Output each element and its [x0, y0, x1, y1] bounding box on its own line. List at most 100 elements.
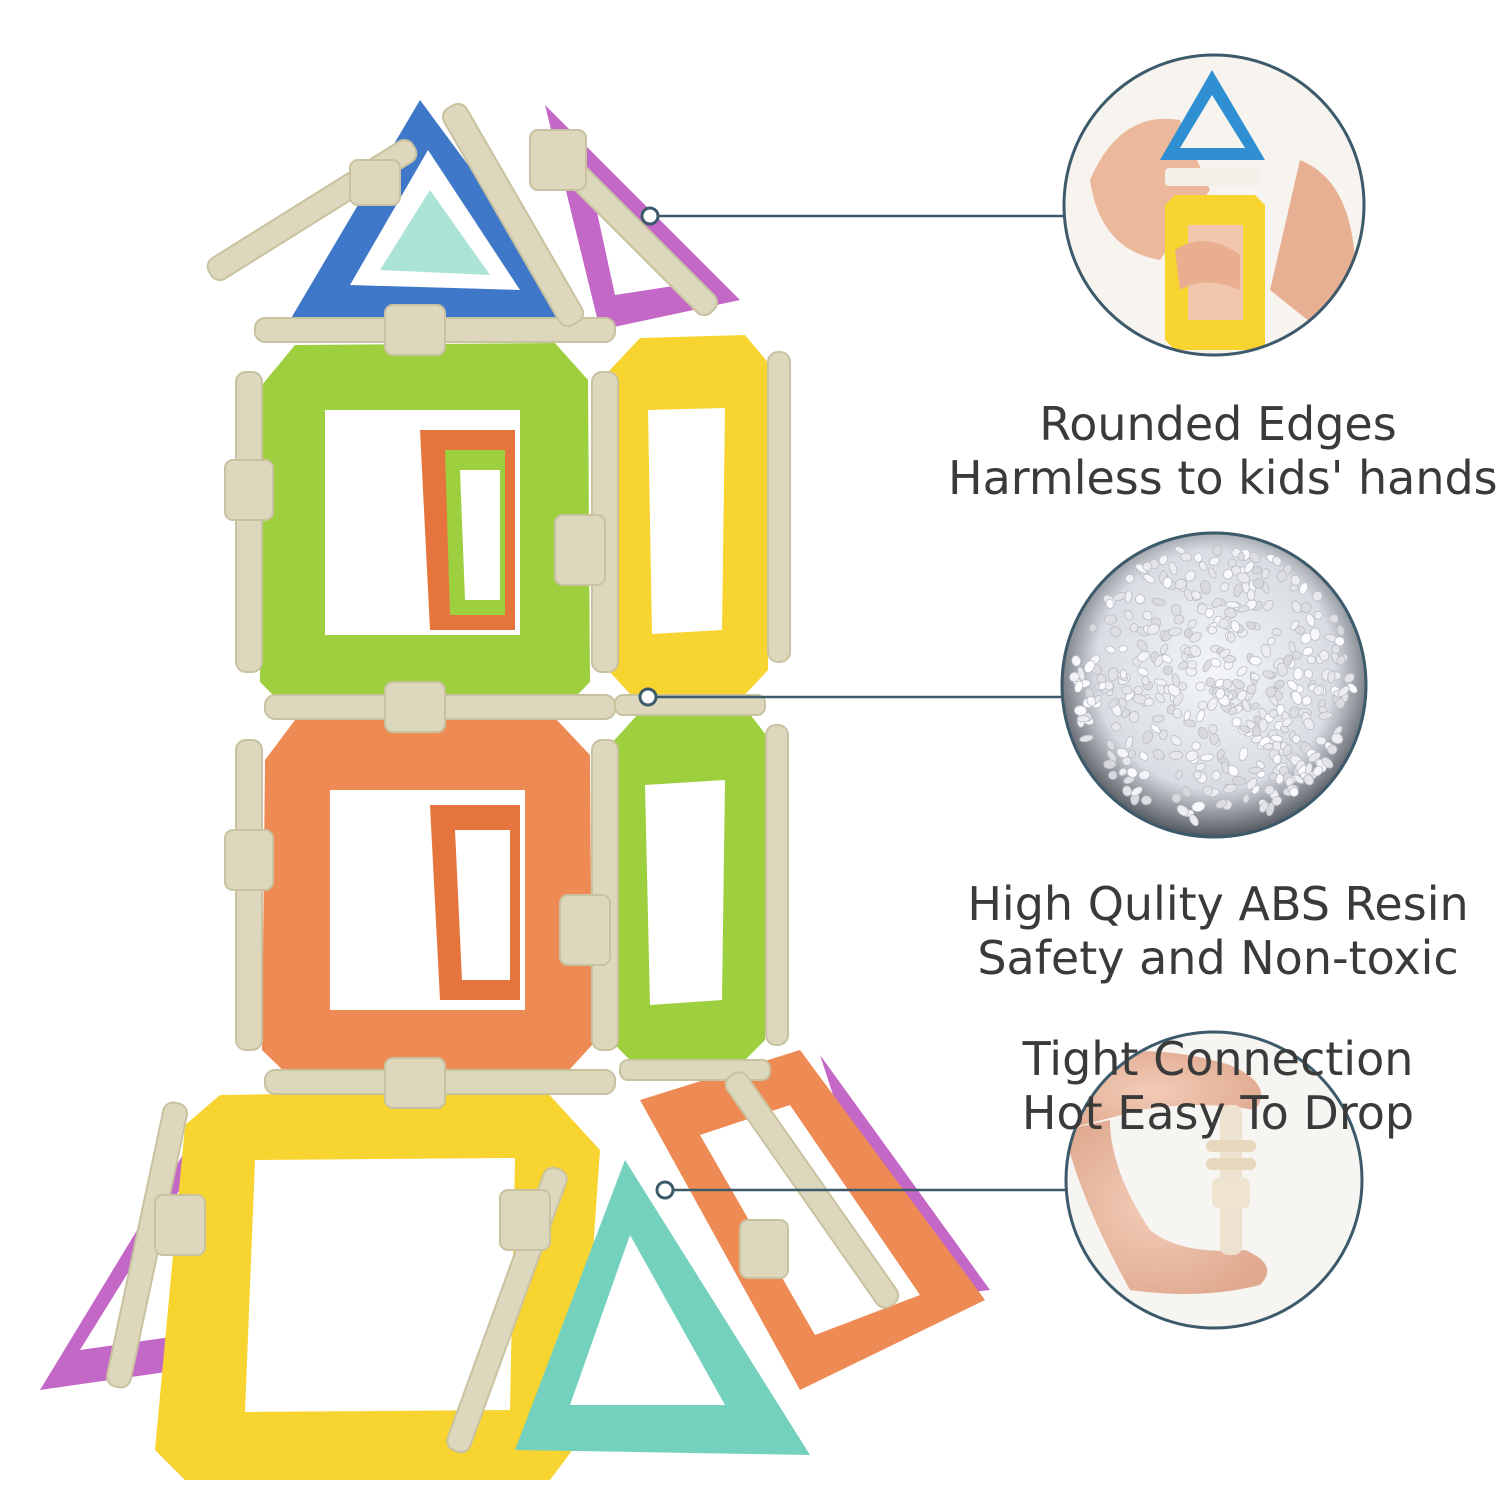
pellet-grain [1305, 613, 1316, 627]
pellet-grain [1222, 569, 1234, 580]
pellet-grain [1103, 759, 1117, 770]
pellet-grain [1118, 767, 1128, 777]
pellet-grain [1303, 668, 1314, 679]
pellet-grain [1123, 776, 1135, 784]
pellet-grain [1143, 573, 1156, 584]
pellet-grain [1189, 631, 1202, 643]
pellet-grain [1189, 645, 1202, 658]
pellet-grain [1167, 627, 1183, 636]
pellet-grain [1196, 709, 1205, 723]
pellet-grain [1309, 627, 1321, 641]
pellet-grain [1161, 654, 1173, 664]
pellet-grain [1274, 679, 1286, 689]
pellet-grain [1086, 695, 1097, 707]
pellet-grain [1232, 776, 1247, 786]
pellet-grain [1208, 556, 1221, 566]
pellet-grain [1195, 681, 1206, 692]
pellet-grain [1209, 733, 1219, 745]
pellet-grain [1183, 710, 1191, 722]
pellet-grain [1251, 725, 1262, 737]
pellet-grain [1184, 570, 1196, 582]
pellet-grain [1252, 578, 1264, 589]
pellet-grain [1312, 765, 1323, 777]
pellet-grain [1227, 764, 1239, 777]
pellet-grain [1142, 730, 1154, 745]
pellet-grain [1138, 769, 1151, 780]
pellet-grain [1262, 670, 1275, 679]
pellet-grain [1272, 556, 1282, 567]
pellet-grain [1292, 667, 1304, 681]
pellet-grain [1197, 727, 1209, 740]
pellet-grain [1311, 590, 1323, 602]
hand-holding-blocks-icon [1062, 53, 1366, 357]
pellet-grain [1211, 770, 1221, 781]
pellet-grain [1105, 598, 1115, 609]
pellet-grain [1121, 708, 1131, 718]
pellet-grain [1303, 774, 1314, 786]
pellet-grain [1250, 702, 1260, 711]
feature-title: High Qulity ABS Resin [967, 877, 1469, 931]
pellet-grain [1237, 551, 1245, 562]
pellet-grain [1195, 763, 1206, 771]
pellet-grain [1222, 678, 1233, 690]
pellet-grain [1073, 705, 1088, 716]
pellet-grain [1202, 785, 1214, 797]
pellet-grain [1233, 583, 1243, 598]
pellet-grain [1219, 648, 1231, 659]
pellet-grain [1118, 645, 1129, 653]
pellet-grain [1152, 749, 1165, 761]
pellet-grain [1130, 786, 1143, 797]
pellet-grain [1124, 610, 1134, 621]
pellet-grain [1272, 754, 1282, 765]
pellet-grain [1337, 685, 1350, 697]
resin-pellets-icon [1060, 531, 1368, 839]
pellet-grain [1246, 777, 1258, 790]
pellet-grain [1180, 552, 1193, 562]
pellet-grain [1230, 565, 1241, 576]
pellet-grain [1335, 698, 1346, 709]
pellet-grain [1122, 785, 1132, 797]
pellet-grain [1281, 717, 1293, 727]
pellet-grain [1171, 673, 1181, 688]
pellet-grain [1159, 729, 1168, 741]
pellet-grain [1119, 669, 1128, 680]
pellet-grain [1318, 711, 1334, 720]
pellet-grain [1336, 624, 1345, 636]
pellet-grain [1176, 804, 1190, 817]
pellet-grain [1109, 626, 1121, 637]
callout-line-3 [655, 1180, 1066, 1200]
pellet-grain [1202, 659, 1212, 673]
pellet-grain [1268, 772, 1278, 782]
pellet-grain [1268, 709, 1279, 718]
pellet-grain [1189, 814, 1199, 827]
yellow-square-piece-top [608, 335, 770, 705]
pellet-grain [1276, 570, 1288, 583]
pellet-grain [1136, 639, 1148, 652]
pellet-grain [1207, 626, 1217, 635]
pellet-grain [1187, 619, 1197, 629]
pellet-grain [1287, 679, 1298, 691]
callout-line-1 [640, 206, 1064, 226]
pellet-grain [1116, 747, 1129, 759]
pellet-grain [1225, 601, 1240, 609]
pellet-grain [1291, 650, 1302, 660]
pellet-grain [1162, 665, 1173, 676]
pellet-grain [1207, 567, 1217, 579]
feature-caption-rounded-edges: Rounded Edges Harmless to kids' hands [948, 397, 1498, 505]
pellet-grain [1139, 751, 1149, 761]
pellet-grain [1106, 739, 1116, 751]
pellet-grain [1330, 732, 1344, 745]
pellet-grain [1248, 766, 1262, 774]
pellet-grain [1302, 646, 1314, 657]
feature-subtitle: Hot Easy To Drop [1021, 1086, 1415, 1140]
green-square-piece-middle [610, 708, 770, 1070]
pellet-grain [1228, 707, 1238, 716]
pellet-grain [1246, 621, 1256, 630]
pellet-grain [1174, 578, 1187, 590]
pellet-grain [1212, 544, 1223, 557]
pellet-grain [1155, 692, 1166, 703]
pellet-grain [1236, 665, 1248, 677]
pellet-grain [1142, 561, 1153, 572]
pellet-grain [1199, 753, 1215, 762]
